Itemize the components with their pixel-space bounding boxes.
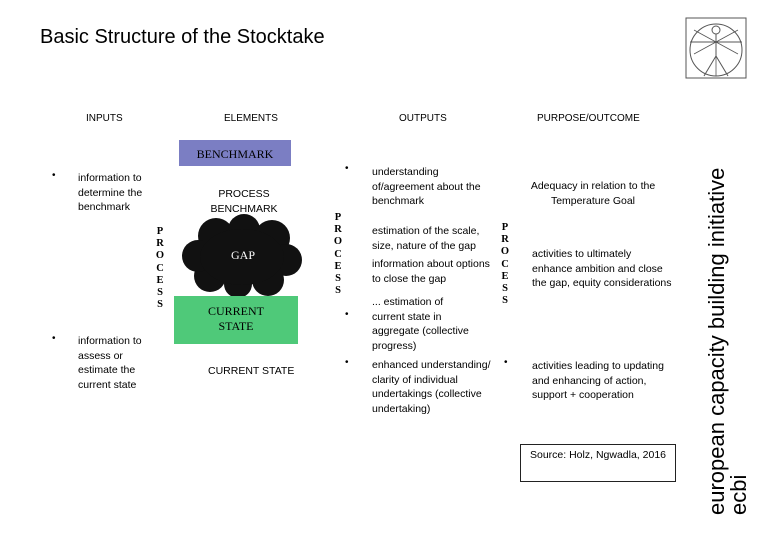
output-benchmark-agreement: understanding of/agreement about the ben… [372,166,481,207]
page-title: Basic Structure of the Stocktake [40,26,325,48]
sideband: european capacity building initiative ec… [704,100,751,515]
process-letter: O [333,236,343,248]
current-state-text: CURRENT STATE [208,365,295,377]
header-outputs: OUTPUTS [399,113,447,124]
process-letter: R [334,224,342,236]
purpose-enhance-ambition: activities to ultimately enhance ambitio… [532,248,672,289]
process-label-3: P R O C E S S [498,222,512,307]
output-gap-options: information about options to close the g… [372,258,490,285]
source-text: Source: Holz, Ngwadla, 2016 [530,449,666,461]
input-current-state-info: information to assess or estimate the cu… [78,335,142,391]
vitruvian-logo-icon [685,17,747,79]
gap-cloud-icon [182,214,302,298]
bullet-purpose-3: • [504,357,508,368]
process-letter: S [502,295,508,307]
process-letter: R [156,238,164,250]
bullet-input-1: • [52,170,56,181]
output-current-state-aggregate: ... estimation of current state in aggre… [372,296,469,352]
process-letter: C [334,248,342,260]
gap-label: GAP [230,248,255,262]
process-letter: S [335,273,341,285]
process-letter: C [501,258,509,270]
process-letter: C [156,262,164,274]
current-state-box: CURRENT STATE [174,296,298,344]
process-letter: S [502,283,508,295]
current-state-box-label: CURRENT STATE [207,304,264,333]
header-inputs: INPUTS [86,113,123,124]
process-letter: P [334,212,342,223]
process-letter: R [501,234,509,246]
bullet-output-4: • [345,309,349,320]
process-letter: S [157,299,163,311]
process-letter: E [501,270,509,282]
bullet-output-5: • [345,357,349,368]
purpose-updating-action: activities leading to updating and enhan… [532,360,664,401]
purpose-adequacy: Adequacy in relation to the Temperature … [530,180,656,207]
process-letter: O [500,246,510,258]
process-letter: O [155,250,165,262]
process-letter: E [334,260,342,272]
bullet-input-2: • [52,333,56,344]
source-box: Source: Holz, Ngwadla, 2016 [520,444,676,482]
process-label-2: P R O C E S S [331,212,345,297]
output-gap-estimation: estimation of the scale, size, nature of… [372,225,480,252]
process-benchmark-text: PROCESS BENCHMARK [210,188,278,215]
process-label-1: P R O C E S S [153,226,167,311]
benchmark-box: BENCHMARK [179,140,291,166]
process-letter: S [335,285,341,297]
process-letter: E [156,274,164,286]
header-purpose: PURPOSE/OUTCOME [537,113,640,124]
sideband-line2: ecbi [726,474,751,515]
bullet-output-1: • [345,163,349,174]
header-elements: ELEMENTS [224,113,278,124]
process-letter: P [501,222,509,233]
output-enhanced-understanding: enhanced understanding/ clarity of indiv… [372,359,491,415]
process-letter: S [157,287,163,299]
input-benchmark-info: information to determine the benchmark [78,172,143,213]
process-letter: P [156,226,164,237]
sideband-line1: european capacity building initiative [704,167,729,515]
